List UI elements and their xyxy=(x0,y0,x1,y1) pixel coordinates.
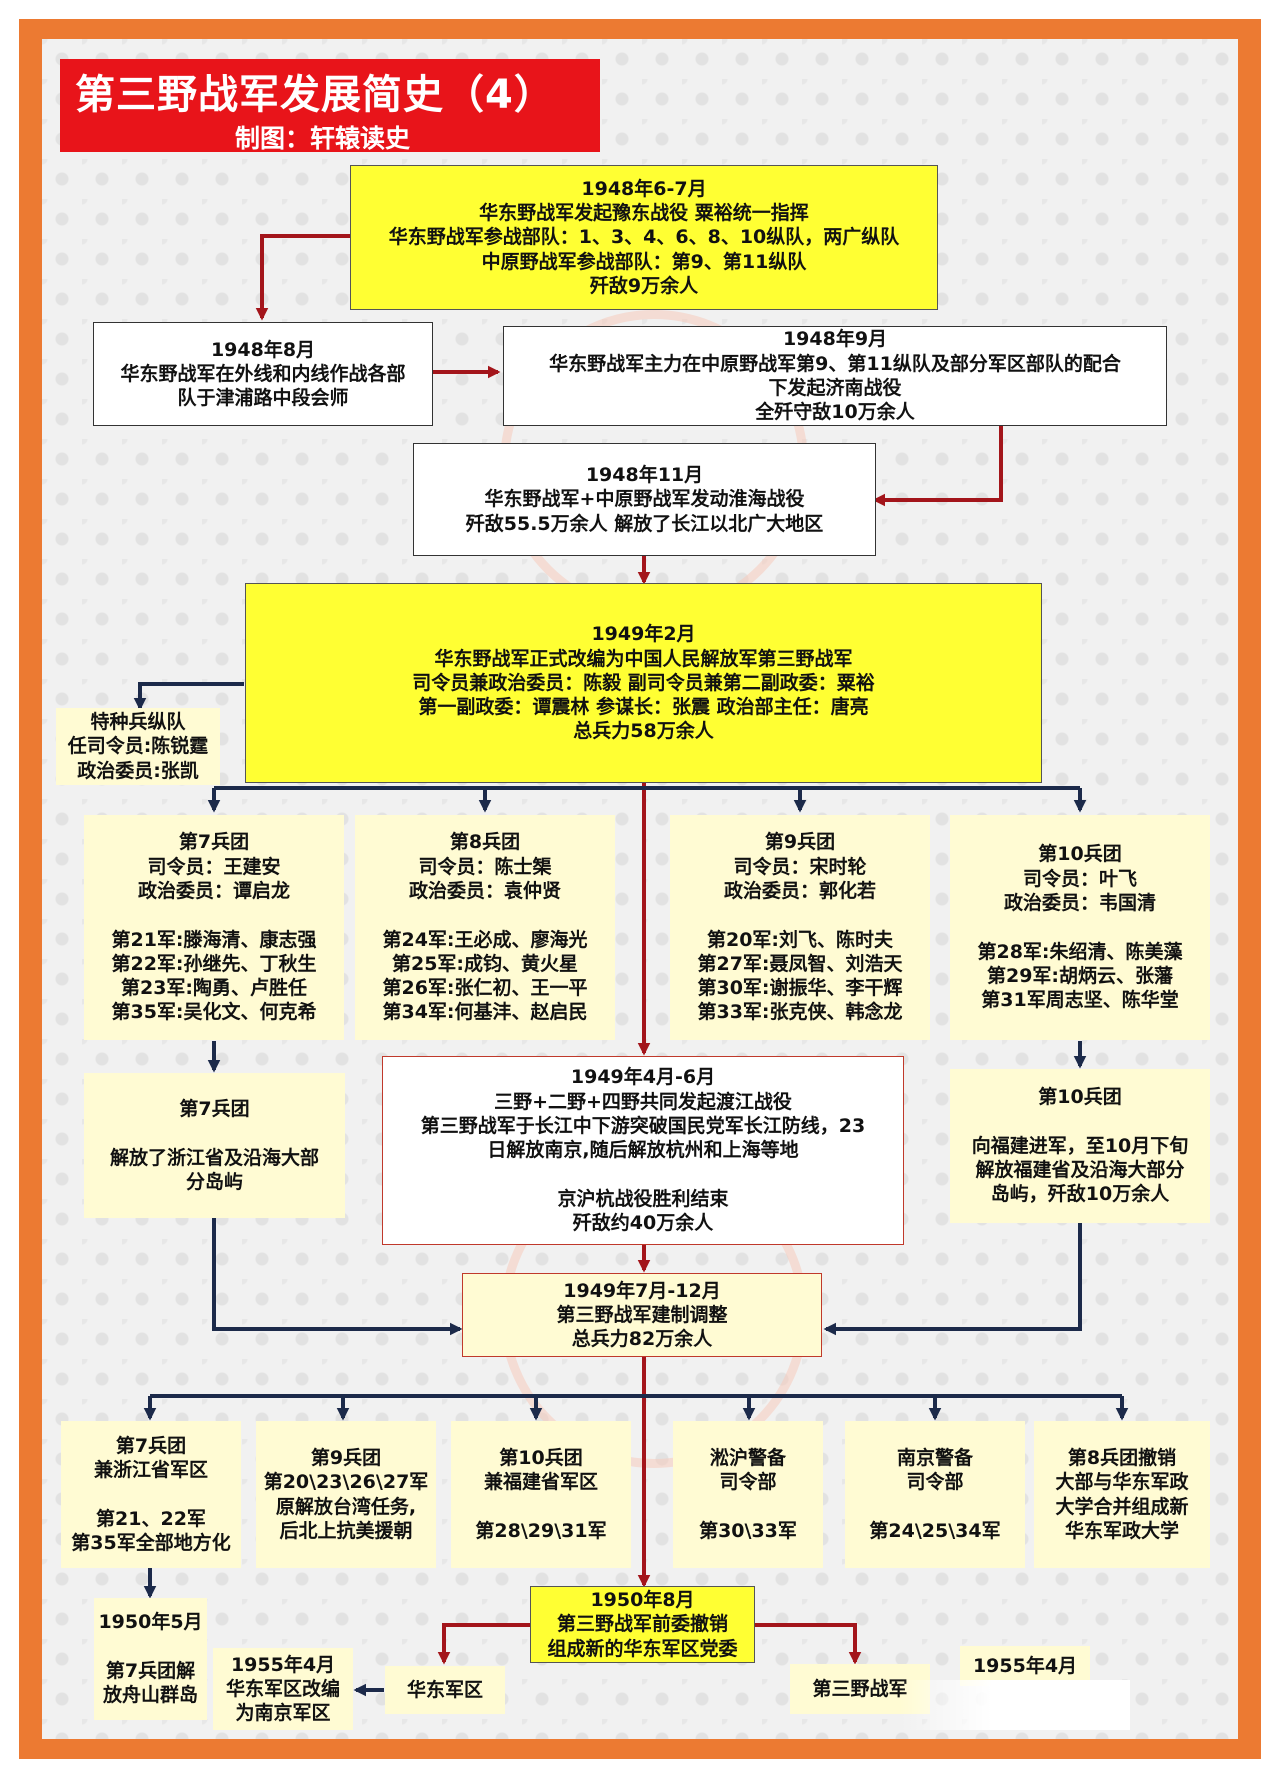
event-1950-may: 1950年5月 第7兵团解 放舟山群岛 xyxy=(94,1598,207,1720)
army-9th-group: 第9兵团 司令员：宋时轮 政治委员：郭化若 第20军:刘飞、陈时夫 第27军:聂… xyxy=(670,815,930,1040)
title-banner xyxy=(60,59,600,152)
army-10th-group: 第10兵团 司令员：叶飞 政治委员：韦国清 第28军:朱绍清、陈美藻 第29军:… xyxy=(950,815,1210,1040)
special-corps: 特种兵纵队 任司令员:陈锐霆 政治委员:张凯 xyxy=(56,708,220,785)
corner-watermark xyxy=(900,1680,1130,1730)
arrow-1950-8-to-third-army xyxy=(755,1623,862,1665)
event-1949-apr-jun: 1949年4月-6月 三野+二野+四野共同发起渡江战役 第三野战军于长江中下游突… xyxy=(382,1056,904,1245)
region-10th-fujian: 第10兵团 兼福建省军区 第28\29\31军 xyxy=(451,1421,631,1568)
region-9th-group: 第9兵团 第20\23\26\27军 原解放台湾任务, 后北上抗美援朝 xyxy=(256,1421,436,1568)
page-credit: 制图：轩辕读史 xyxy=(235,124,411,153)
arrow-fujian-to-1949-7 xyxy=(823,1223,1082,1336)
event-1949-feb: 1949年2月 华东野战军正式改编为中国人民解放军第三野战军 司令员兼政治委员：… xyxy=(245,583,1042,783)
nanjing-garrison: 南京警备 司令部 第24\25\34军 xyxy=(845,1421,1025,1568)
event-1955-apr: 1955年4月 xyxy=(960,1646,1090,1686)
event-1948-nov: 1948年11月 华东野战军+中原野战军发动淮海战役 歼敌55.5万余人 解放了… xyxy=(413,443,876,556)
arrow-to-special-corps xyxy=(133,682,244,711)
army-8th-dissolved: 第8兵团撤销 大部与华东军政 大学合并组成新 华东军政大学 xyxy=(1034,1421,1210,1568)
page-title: 第三野战军发展简史（4） xyxy=(75,72,555,118)
army-7th-zhejiang: 第7兵团 解放了浙江省及沿海大部 分岛屿 xyxy=(84,1073,345,1218)
event-1949-jul-dec: 1949年7月-12月 第三野战军建制调整 总兵力82万余人 xyxy=(462,1273,822,1357)
east-china-military-region: 华东军区 xyxy=(385,1666,505,1714)
arrow-1948-9-to-11 xyxy=(872,424,1003,507)
songhu-garrison: 淞沪警备 司令部 第30\33军 xyxy=(673,1421,823,1568)
army-8th-group: 第8兵团 司令员：陈士榘 政治委员：袁仲贤 第24军:王必成、廖海光 第25军:… xyxy=(355,815,615,1040)
event-1948-aug: 1948年8月 华东野战军在外线和内线作战各部 队于津浦路中段会师 xyxy=(93,322,433,426)
arrow-1948-6-to-8 xyxy=(255,234,350,321)
army-10th-fujian: 第10兵团 向福建进军，至10月下旬 解放福建省及沿海大部分 岛屿，歼敌10万余… xyxy=(950,1069,1210,1223)
event-1950-aug: 1950年8月 第三野战军前委撤销 组成新的华东军区党委 xyxy=(530,1586,755,1663)
arrow-zhejiang-to-1949-7 xyxy=(212,1217,463,1336)
event-1948-jun-jul: 1948年6-7月 华东野战军发起豫东战役 粟裕统一指挥 华东野战军参战部队：1… xyxy=(350,165,938,310)
region-7th-zhejiang: 第7兵团 兼浙江省军区 第21、22军 第35军全部地方化 xyxy=(61,1421,241,1568)
event-1948-sep: 1948年9月 华东野战军主力在中原野战军第9、第11纵队及部分军区部队的配合 … xyxy=(503,326,1167,426)
army-7th-group: 第7兵团 司令员：王建安 政治委员：谭启龙 第21军:滕海清、康志强 第22军:… xyxy=(84,815,344,1040)
event-1955-nanjing: 1955年4月 华东军区改编 为南京军区 xyxy=(213,1648,353,1730)
arrow-1950-8-to-east-mr xyxy=(437,1623,530,1665)
